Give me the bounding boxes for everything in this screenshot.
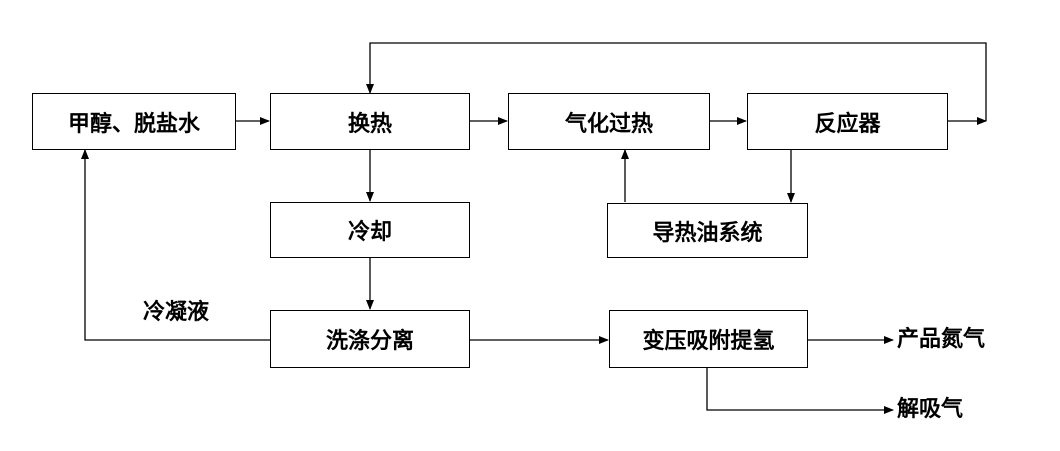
node-wash-separation: 洗涤分离 xyxy=(270,310,470,368)
recycle-line-reactor-to-heat-exchange xyxy=(366,42,987,121)
node-cooling: 冷却 xyxy=(270,202,470,258)
label-product-gas: 产品氮气 xyxy=(897,327,986,352)
node-heat-exchange: 换热 xyxy=(270,93,470,150)
label-desorption-gas: 解吸气 xyxy=(897,397,964,422)
node-vaporization: 气化过热 xyxy=(508,93,710,150)
node-psa: 变压吸附提氢 xyxy=(609,310,808,368)
desorption-gas-line xyxy=(706,368,894,414)
node-raw-material: 甲醇、脱盐水 xyxy=(32,93,236,150)
node-reactor: 反应器 xyxy=(747,93,948,150)
condensate-return-line xyxy=(81,149,270,341)
node-heat-oil-system: 导热油系统 xyxy=(607,203,808,258)
label-condensate: 冷凝液 xyxy=(143,300,210,325)
